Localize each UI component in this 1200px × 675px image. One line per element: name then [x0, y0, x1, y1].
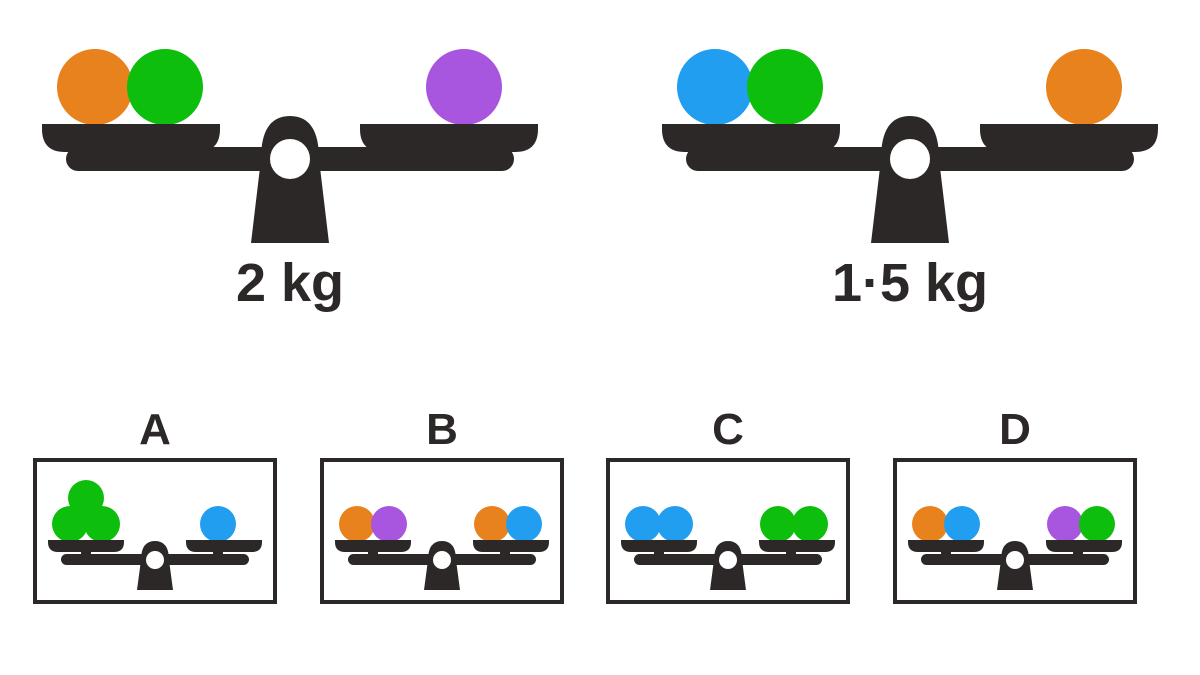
scale-2-weight-label: 1·5 kg: [831, 253, 989, 313]
weight-circle-purple: [426, 49, 502, 125]
scale-pan-right: [759, 540, 835, 558]
option-a-box[interactable]: [33, 458, 277, 604]
weight-circle-green: [1079, 506, 1115, 542]
scale-pan-left: [48, 540, 124, 558]
balance-scale-graphic: [48, 480, 262, 590]
weight-circle-green: [127, 49, 203, 125]
weight-circle-blue: [677, 49, 753, 125]
weight-circle-orange: [1046, 49, 1122, 125]
weight-circle-blue: [944, 506, 980, 542]
scale-fulcrum: [251, 116, 329, 243]
option-b[interactable]: B: [320, 408, 564, 604]
weight-circle-blue: [625, 506, 661, 542]
given-scale-1: 2 kg: [20, 28, 560, 318]
option-a[interactable]: A: [33, 408, 277, 604]
scale-pan-right: [980, 124, 1158, 158]
weight-circle-purple: [1047, 506, 1083, 542]
scale-pan-right: [1046, 540, 1122, 558]
weight-circle-green: [52, 506, 88, 542]
weight-circle-blue: [200, 506, 236, 542]
option-c[interactable]: C: [606, 408, 850, 604]
option-b-box[interactable]: [320, 458, 564, 604]
scale-pan-right: [186, 540, 262, 558]
weight-circle-green: [760, 506, 796, 542]
scale-fulcrum: [710, 541, 746, 590]
scale-fulcrum: [424, 541, 460, 590]
scale-fulcrum: [997, 541, 1033, 590]
weight-circle-blue: [657, 506, 693, 542]
option-a-letter: A: [139, 405, 171, 454]
weight-circle-purple: [371, 506, 407, 542]
scale-fulcrum: [871, 116, 949, 243]
weight-circle-blue: [506, 506, 542, 542]
balance-scale-graphic: [42, 49, 538, 243]
scale-pan-left: [42, 124, 220, 158]
option-d-letter: D: [999, 405, 1031, 454]
weight-circle-green: [68, 480, 104, 516]
scale-pan-left: [335, 540, 411, 558]
scale-1-weight-label: 2 kg: [235, 253, 345, 313]
option-c-box[interactable]: [606, 458, 850, 604]
scale-pan-left: [662, 124, 840, 158]
weight-circle-green: [84, 506, 120, 542]
weight-circle-orange: [912, 506, 948, 542]
scale-pan-left: [908, 540, 984, 558]
given-scale-2: 1·5 kg: [640, 28, 1180, 318]
weight-circle-orange: [57, 49, 133, 125]
option-d[interactable]: D: [893, 408, 1137, 604]
balance-scale-graphic: [621, 506, 835, 590]
balance-scale-graphic: [335, 506, 549, 590]
weight-circle-orange: [474, 506, 510, 542]
scale-pan-left: [621, 540, 697, 558]
balance-scale-graphic: [662, 49, 1158, 243]
weight-circle-green: [747, 49, 823, 125]
option-c-letter: C: [712, 405, 744, 454]
weight-circle-orange: [339, 506, 375, 542]
weight-circle-green: [792, 506, 828, 542]
scale-fulcrum: [137, 541, 173, 590]
scale-pan-right: [360, 124, 538, 158]
option-b-letter: B: [426, 405, 458, 454]
scale-pan-right: [473, 540, 549, 558]
balance-scale-graphic: [908, 506, 1122, 590]
option-d-box[interactable]: [893, 458, 1137, 604]
